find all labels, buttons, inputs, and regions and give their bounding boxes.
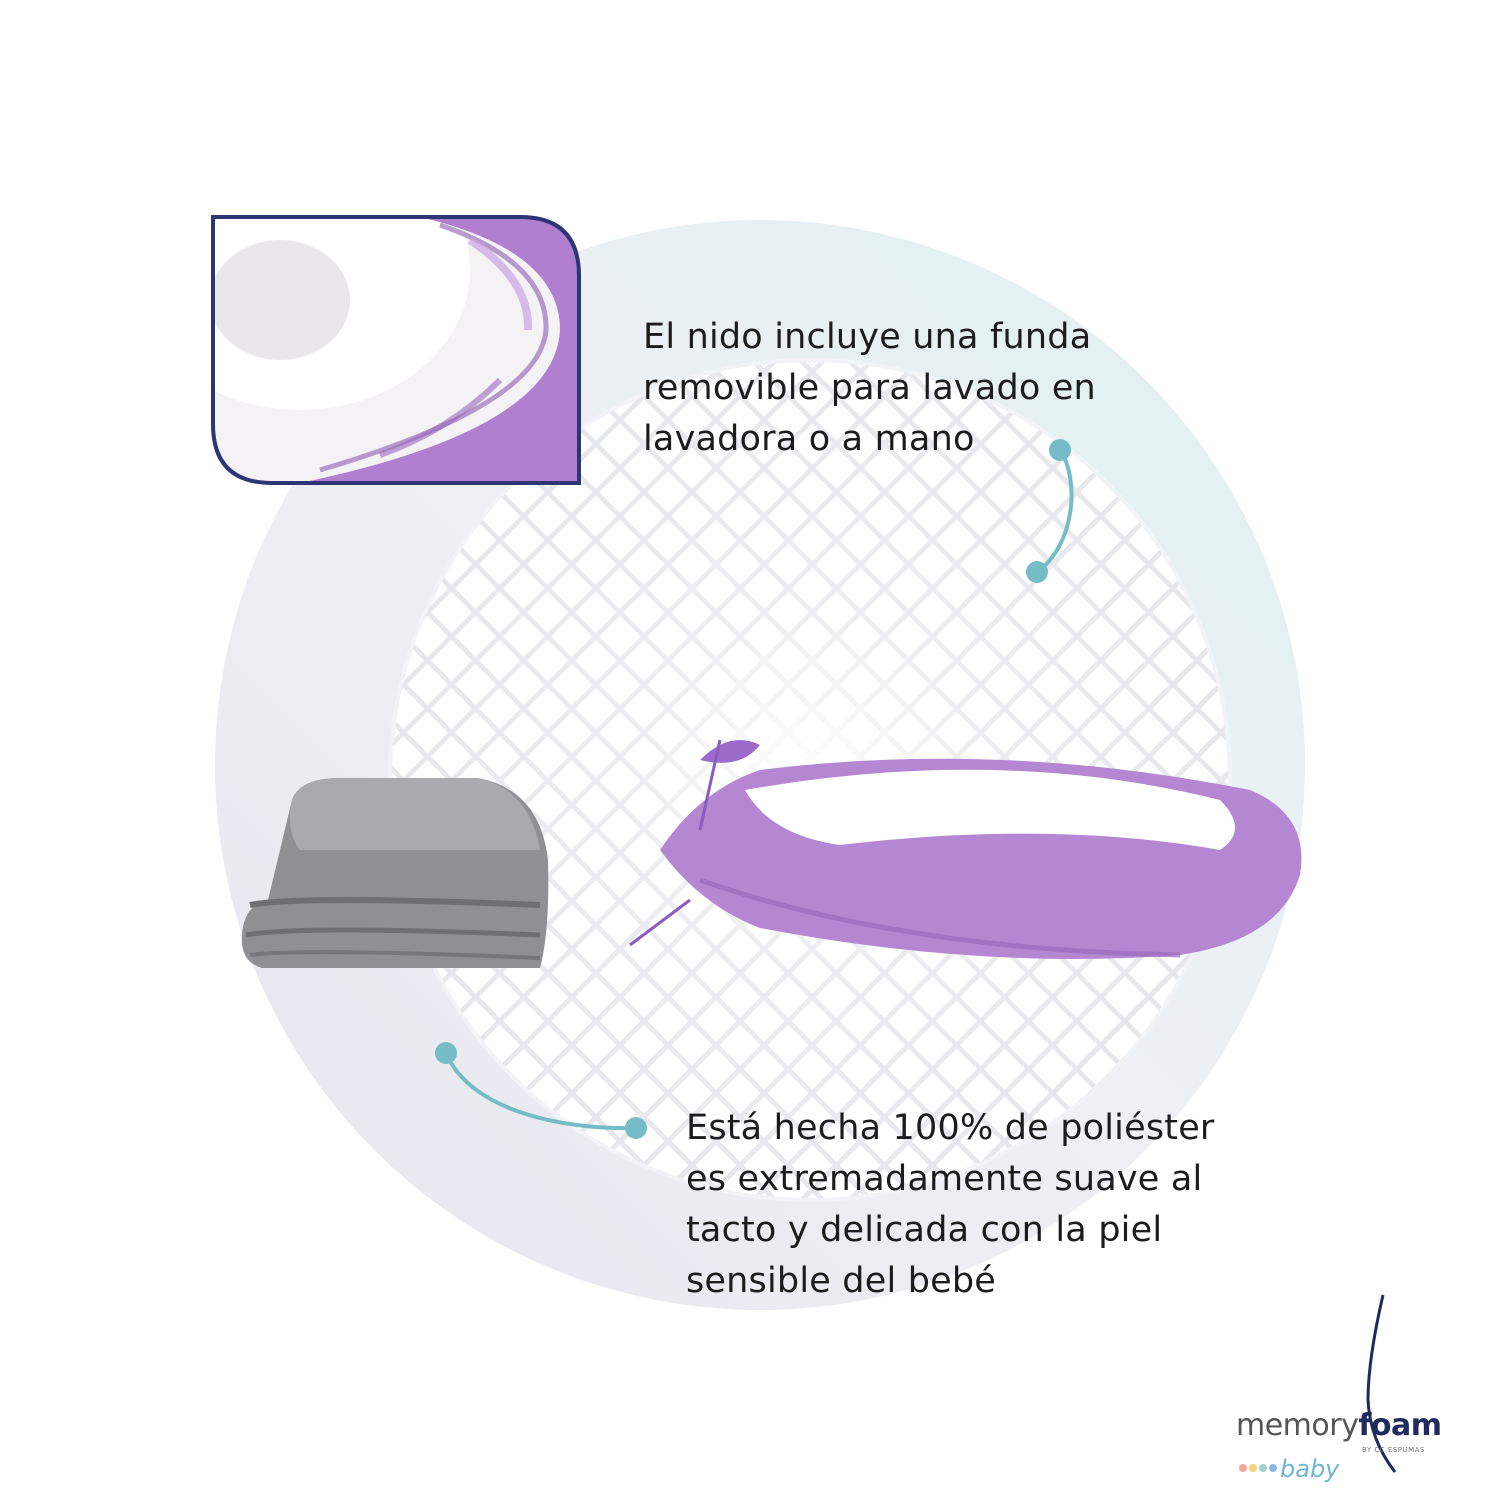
logo-byline: BY CC ESPUMAS xyxy=(1362,1446,1425,1454)
caption-bottom-line-4: sensible del bebé xyxy=(686,1261,997,1301)
caption-top-line-3: lavadora o a mano xyxy=(643,419,975,459)
folded-blanket-image xyxy=(241,778,549,968)
caption-top-line-1: El nido incluye una funda xyxy=(643,317,1092,357)
cover-detail-photo xyxy=(211,215,581,485)
caption-bottom: Está hecha 100% de poliéster es extremad… xyxy=(686,1103,1215,1307)
logo-baby: baby xyxy=(1280,1455,1340,1483)
caption-bottom-line-3: tacto y delicada con la piel xyxy=(686,1210,1163,1250)
caption-bottom-line-1: Está hecha 100% de poliéster xyxy=(686,1108,1215,1148)
logo-dots xyxy=(1239,1464,1277,1472)
brand-logo: memoryfoam xyxy=(1236,1408,1442,1443)
caption-top-line-2: removible para lavado en xyxy=(643,368,1096,408)
caption-bottom-line-2: es extremadamente suave al xyxy=(686,1159,1203,1199)
logo-word-memory: memory xyxy=(1236,1408,1359,1443)
curve-connector-bottom xyxy=(435,1042,647,1139)
logo-swoosh xyxy=(1366,1294,1397,1473)
curve-connector-top xyxy=(1026,439,1074,583)
baby-nest-image xyxy=(629,739,1302,959)
caption-top: El nido incluye una funda removible para… xyxy=(643,312,1096,465)
logo-word-foam: foam xyxy=(1358,1408,1442,1443)
